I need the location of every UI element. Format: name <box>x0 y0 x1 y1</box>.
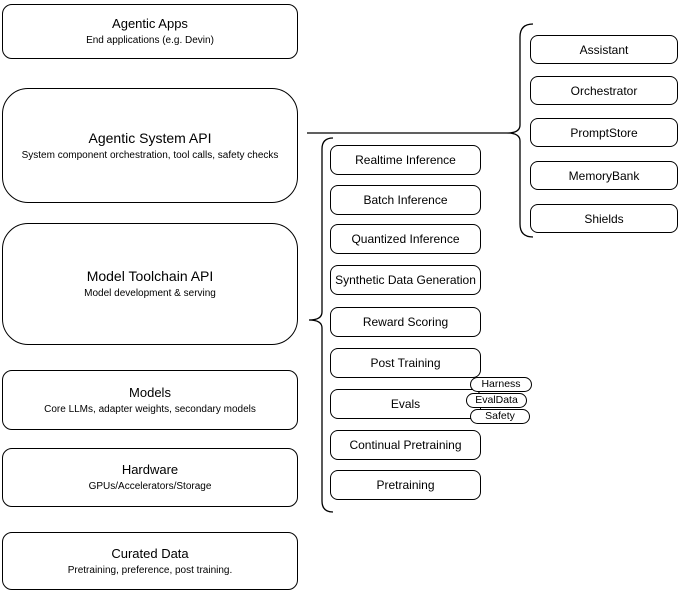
component-orchestrator: Orchestrator <box>530 76 678 105</box>
eval-tag-safety: Safety <box>470 409 530 424</box>
layer-subtitle: Model development & serving <box>84 288 216 299</box>
toolchain-node-post-training: Post Training <box>330 348 481 378</box>
node-label: Quantized Inference <box>351 232 460 246</box>
layer-title: Agentic System API <box>88 129 212 146</box>
layer-hardware: Hardware GPUs/Accelerators/Storage <box>2 448 298 507</box>
layer-models: Models Core LLMs, adapter weights, secon… <box>2 370 298 430</box>
toolchain-node-realtime-inference: Realtime Inference <box>330 145 481 175</box>
layer-curated-data: Curated Data Pretraining, preference, po… <box>2 532 298 590</box>
eval-tag-evaldata: EvalData <box>466 393 527 408</box>
component-label: Assistant <box>579 42 629 57</box>
component-label: MemoryBank <box>568 168 640 183</box>
tag-label: EvalData <box>475 394 518 406</box>
toolchain-node-evals: Evals <box>330 389 481 419</box>
toolchain-node-continual-pretraining: Continual Pretraining <box>330 430 481 460</box>
component-assistant: Assistant <box>530 35 678 64</box>
component-label: PromptStore <box>570 125 638 140</box>
component-memorybank: MemoryBank <box>530 161 678 190</box>
eval-tag-harness: Harness <box>470 377 532 392</box>
node-label: Post Training <box>370 356 441 370</box>
layer-title: Models <box>129 384 171 400</box>
tag-label: Harness <box>481 378 521 390</box>
layer-model-toolchain-api: Model Toolchain API Model development & … <box>2 223 298 345</box>
layer-subtitle: Pretraining, preference, post training. <box>67 564 233 576</box>
layer-title: Curated Data <box>111 545 189 561</box>
toolchain-node-quantized-inference: Quantized Inference <box>330 224 481 254</box>
node-label: Continual Pretraining <box>349 438 462 452</box>
node-label: Batch Inference <box>363 193 448 207</box>
layer-subtitle: GPUs/Accelerators/Storage <box>88 481 212 492</box>
component-label: Shields <box>584 211 624 226</box>
component-shields: Shields <box>530 204 678 233</box>
layer-agentic-system-api: Agentic System API System component orch… <box>2 88 298 203</box>
layer-subtitle: Core LLMs, adapter weights, secondary mo… <box>44 403 256 415</box>
layer-subtitle: End applications (e.g. Devin) <box>86 35 214 46</box>
node-label: Reward Scoring <box>362 315 449 329</box>
node-label: Evals <box>390 397 421 411</box>
layer-agentic-apps: Agentic Apps End applications (e.g. Devi… <box>2 4 298 59</box>
component-promptstore: PromptStore <box>530 118 678 147</box>
toolchain-node-pretraining: Pretraining <box>330 470 481 500</box>
tag-label: Safety <box>485 410 515 422</box>
node-label: Realtime Inference <box>355 153 456 167</box>
layer-title: Hardware <box>121 462 179 477</box>
toolchain-node-synthetic-data-generation: Synthetic Data Generation <box>330 265 481 295</box>
toolchain-node-reward-scoring: Reward Scoring <box>330 307 481 337</box>
layer-subtitle: System component orchestration, tool cal… <box>21 149 279 161</box>
layer-title: Agentic Apps <box>112 16 188 31</box>
toolchain-node-batch-inference: Batch Inference <box>330 185 481 215</box>
node-label: Pretraining <box>376 478 435 492</box>
component-label: Orchestrator <box>570 83 638 98</box>
node-label: Synthetic Data Generation <box>335 273 476 287</box>
layer-title: Model Toolchain API <box>86 268 214 284</box>
